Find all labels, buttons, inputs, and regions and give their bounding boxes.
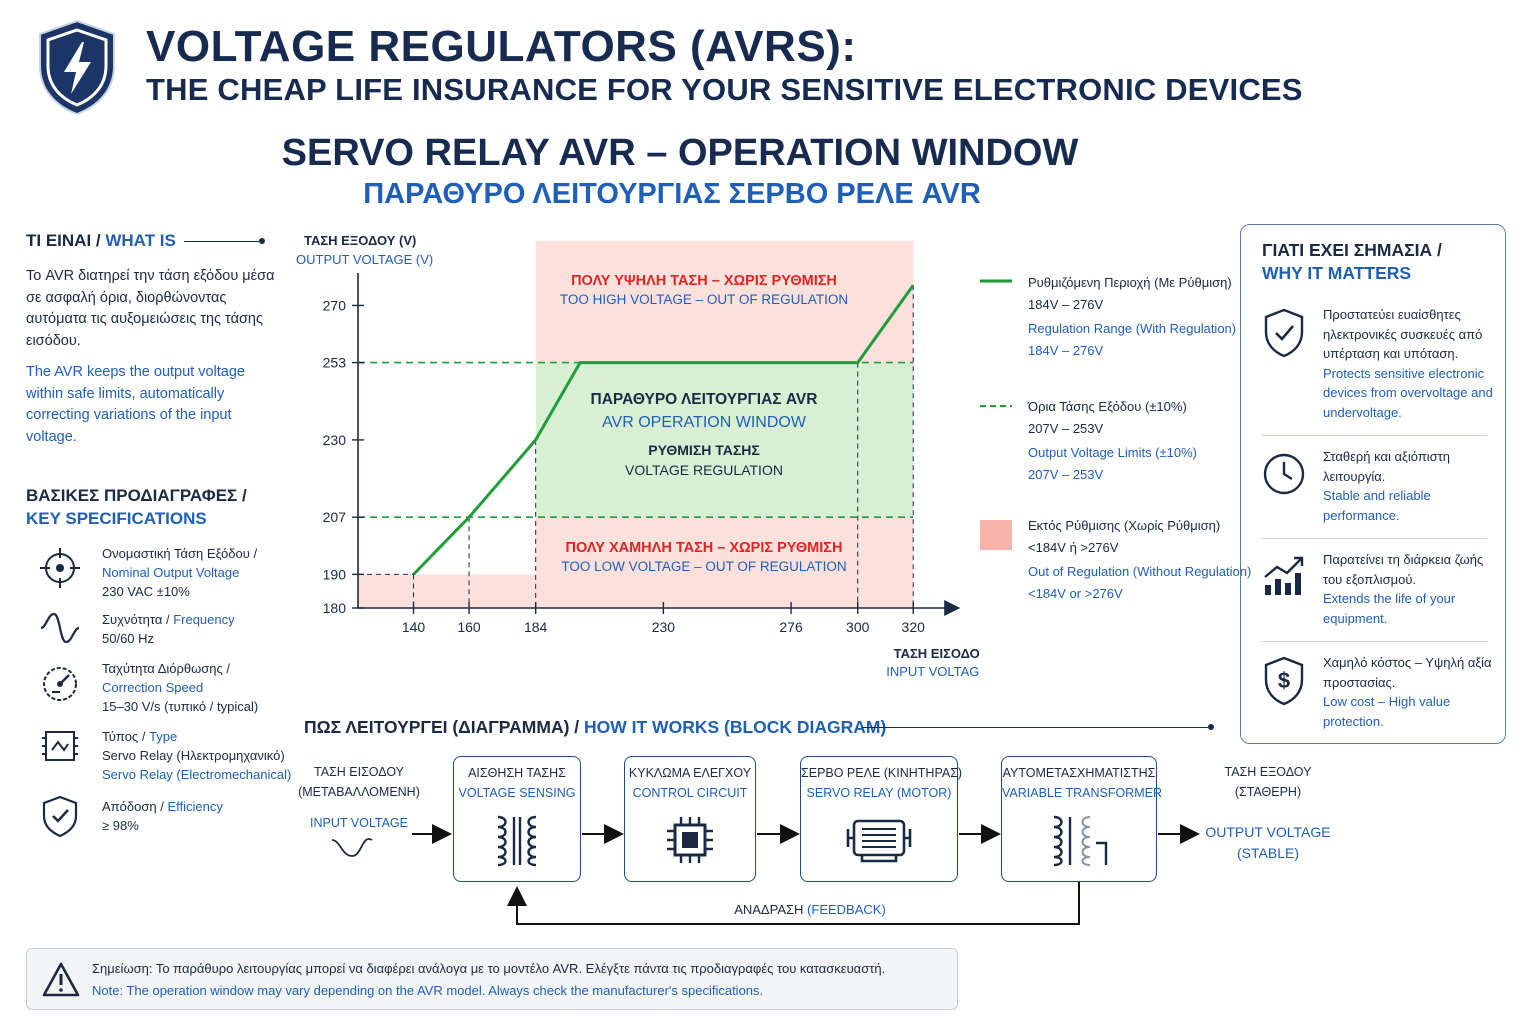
note-text-greek: Σημείωση: Το παράθυρο λειτουργίας μπορεί… [92, 961, 886, 976]
spec-type: Τύπος / Type Servo Relay (Ηλεκτρομηχανικ… [102, 729, 292, 782]
why-divider [1261, 435, 1487, 436]
legend-dashed-line [980, 405, 1012, 407]
page-subtitle: THE CHEAP LIFE INSURANCE FOR YOUR SENSIT… [146, 72, 1303, 107]
regulation-line [412, 284, 915, 576]
what-is-divider-dot [259, 238, 265, 244]
x-tick-label: 230 [652, 619, 676, 635]
spec-frequency: Συχνότητα / Frequency 50/60 Hz [102, 612, 235, 646]
region-operation-window [535, 362, 914, 518]
block-voltage-sensing: ΑΙΣΘΗΣΗ ΤΑΣΗΣ VOLTAGE SENSING [453, 756, 581, 882]
shield-lightning-icon [39, 19, 115, 116]
sine-wave-icon [40, 612, 80, 644]
region-low-greek: ΠΟΛΥ ΧΑΜΗΛΗ ΤΑΣΗ – ΧΩΡΙΣ ΡΥΘΜΙΣΗ [566, 540, 843, 556]
x-tick-label: 140 [402, 619, 426, 635]
x-axis-title-english: INPUT VOLTAGE (V) [886, 664, 980, 679]
block-diagram-heading: ΠΩΣ ΛΕΙΤΟΥΡΓΕΙ (ΔΙΑΓΡΑΜΜΑ) / HOW IT WORK… [304, 717, 887, 737]
specs-heading-english: KEY SPECIFICATIONS [26, 509, 207, 528]
what-is-divider [184, 241, 260, 242]
legend-solid-line [980, 279, 1012, 283]
spec-correction-speed: Ταχύτητα Διόρθωσης / Correction Speed 15… [102, 661, 259, 714]
spec-nominal-voltage: Ονομαστική Τάση Εξόδου / Nominal Output … [102, 546, 258, 599]
variable-wave-icon [331, 838, 373, 857]
x-tick-label: 160 [457, 619, 481, 635]
block-diagram-divider [862, 727, 1210, 728]
clock-icon [1263, 453, 1305, 495]
why-item-protects: Προστατεύει ευαίσθητες ηλεκτρονικές συσκ… [1323, 307, 1493, 420]
block-variable-transformer: ΑΥΤΟΜΕΤΑΣΧΗΜΑΤΙΣΤΗΣ VARIABLE TRANSFORMER [1001, 756, 1162, 882]
legend-out-of-regulation-swatch [980, 520, 1012, 550]
region-too-low-right [535, 517, 914, 608]
x-tick-label: 300 [846, 619, 870, 635]
feedback-label: ΑΝΑΔΡΑΣΗ (FEEDBACK) [734, 902, 886, 917]
why-divider [1261, 641, 1487, 642]
shield-check-icon [42, 795, 78, 838]
region-window-english: AVR OPERATION WINDOW [602, 414, 807, 431]
why-it-matters-panel: ΓΙΑΤΙ ΕΧΕΙ ΣΗΜΑΣΙΑ / WHY IT MATTERS Προσ… [1240, 224, 1506, 744]
legend-regulation-range: Ρυθμιζόμενη Περιοχή (Με Ρύθμιση) 184V – … [1028, 275, 1237, 358]
x-tick-label: 276 [779, 619, 803, 635]
speed-gauge-icon [43, 667, 77, 701]
region-high-english: TOO HIGH VOLTAGE – OUT OF REGULATION [560, 292, 848, 307]
x-axis-title-greek: ΤΑΣΗ ΕΙΣΟΔΟΥ (V) [894, 646, 980, 661]
spec-efficiency: Απόδοση / Efficiency ≥ 98% [102, 799, 223, 833]
region-regulation-greek: ΡΥΘΜΙΣΗ ΤΑΣΗΣ [648, 442, 760, 458]
what-is-heading: ΤΙ ΕΙΝΑΙ / WHAT IS [26, 231, 176, 250]
legend-output-limits: Όρια Τάσης Εξόδου (±10%) 207V – 253V Out… [1028, 399, 1197, 482]
what-is-text-english: The AVR keeps the output voltage within … [26, 364, 245, 445]
y-tick-label: 253 [323, 355, 347, 371]
block-diagram-connectors [412, 824, 1200, 925]
chart-subtitle-greek: ΠΑΡΑΘΥΡΟ ΛΕΙΤΟΥΡΓΙΑΣ ΣΕΡΒΟ ΡΕΛΕ AVR [363, 178, 981, 210]
motor-icon [846, 819, 912, 863]
note-text-english: Note: The operation window may vary depe… [92, 983, 764, 998]
y-tick-label: 207 [323, 509, 347, 525]
relay-type-icon [42, 731, 78, 761]
y-tick-label: 230 [323, 432, 347, 448]
shield-check-icon [1264, 308, 1304, 358]
region-low-english: TOO LOW VOLTAGE – OUT OF REGULATION [561, 559, 846, 574]
y-axis-title-greek: ΤΑΣΗ ΕΞΟΔΟΥ (V) [304, 233, 416, 248]
why-divider [1261, 538, 1487, 539]
why-heading-english: WHY IT MATTERS [1262, 263, 1412, 283]
chip-icon [667, 817, 713, 863]
what-is-text-greek: Το AVR διατηρεί την τάση εξόδου μέσα σε … [26, 268, 275, 349]
variable-transformer-icon [1053, 815, 1108, 867]
transformer-icon [497, 815, 537, 867]
why-heading-greek: ΓΙΑΤΙ ΕΧΕΙ ΣΗΜΑΣΙΑ / [1262, 240, 1442, 260]
y-axis-title-english: OUTPUT VOLTAGE (V) [296, 252, 433, 267]
y-tick-label: 190 [323, 566, 347, 582]
region-regulation-english: VOLTAGE REGULATION [625, 462, 783, 478]
output-voltage-label: ΤΑΣΗ ΕΞΟΔΟΥ (ΣΤΑΘΕΡΗ) [1224, 765, 1312, 799]
why-item-low-cost: Χαμηλό κόστος – Υψηλή αξία προστασίας. L… [1323, 655, 1492, 729]
svg-text:$: $ [1278, 668, 1290, 693]
input-voltage-english: INPUT VOLTAGE [310, 816, 408, 830]
block-servo-relay: ΣΕΡΒΟ ΡΕΛΕ (ΚΙΝΗΤΗΡΑΣ) SERVO RELAY (MOTO… [800, 756, 962, 882]
region-high-greek: ΠΟΛΥ ΥΨΗΛΗ ΤΑΣΗ – ΧΩΡΙΣ ΡΥΘΜΙΣΗ [571, 273, 837, 289]
x-tick-label: 184 [524, 619, 548, 635]
region-window-greek: ΠΑΡΑΘΥΡΟ ΛΕΙΤΟΥΡΓΙΑΣ AVR [591, 391, 818, 408]
region-too-low-left [358, 574, 536, 608]
x-tick-label: 320 [902, 619, 926, 635]
block-diagram-divider-dot [1208, 724, 1214, 730]
shield-dollar-icon: $ [1264, 656, 1304, 706]
block-control-circuit: ΚΥΚΛΩΜΑ ΕΛΕΓΧΟΥ CONTROL CIRCUIT [624, 756, 756, 882]
why-item-extends-life: Παρατείνει τη διάρκεια ζωής του εξοπλισμ… [1323, 552, 1484, 626]
why-item-stable: Σταθερή και αξιόπιστη λειτουργία. Stable… [1323, 449, 1451, 523]
y-tick-label: 180 [323, 600, 347, 616]
output-voltage-english: OUTPUT VOLTAGE (STABLE) [1205, 824, 1331, 861]
growth-chart-icon [1264, 556, 1304, 595]
chart-title: SERVO RELAY AVR – OPERATION WINDOW [281, 132, 1079, 174]
region-too-high [535, 241, 914, 363]
input-voltage-label: ΤΑΣΗ ΕΙΣΟΔΟΥ (ΜΕΤΑΒΑΛΛΟΜΕΝΗ) [298, 765, 420, 799]
legend-out-of-regulation: Εκτός Ρύθμισης (Χωρίς Ρύθμιση) <184V ή >… [1028, 518, 1252, 601]
specs-heading-greek: ΒΑΣΙΚΕΣ ΠΡΟΔΙΑΓΡΑΦΕΣ / [26, 486, 247, 505]
y-tick-label: 270 [323, 297, 347, 313]
crosshair-icon [40, 548, 80, 588]
page-title: VOLTAGE REGULATORS (AVRS): [146, 22, 857, 71]
note-box: Σημείωση: Το παράθυρο λειτουργίας μπορεί… [26, 948, 958, 1010]
warning-icon [42, 962, 80, 997]
